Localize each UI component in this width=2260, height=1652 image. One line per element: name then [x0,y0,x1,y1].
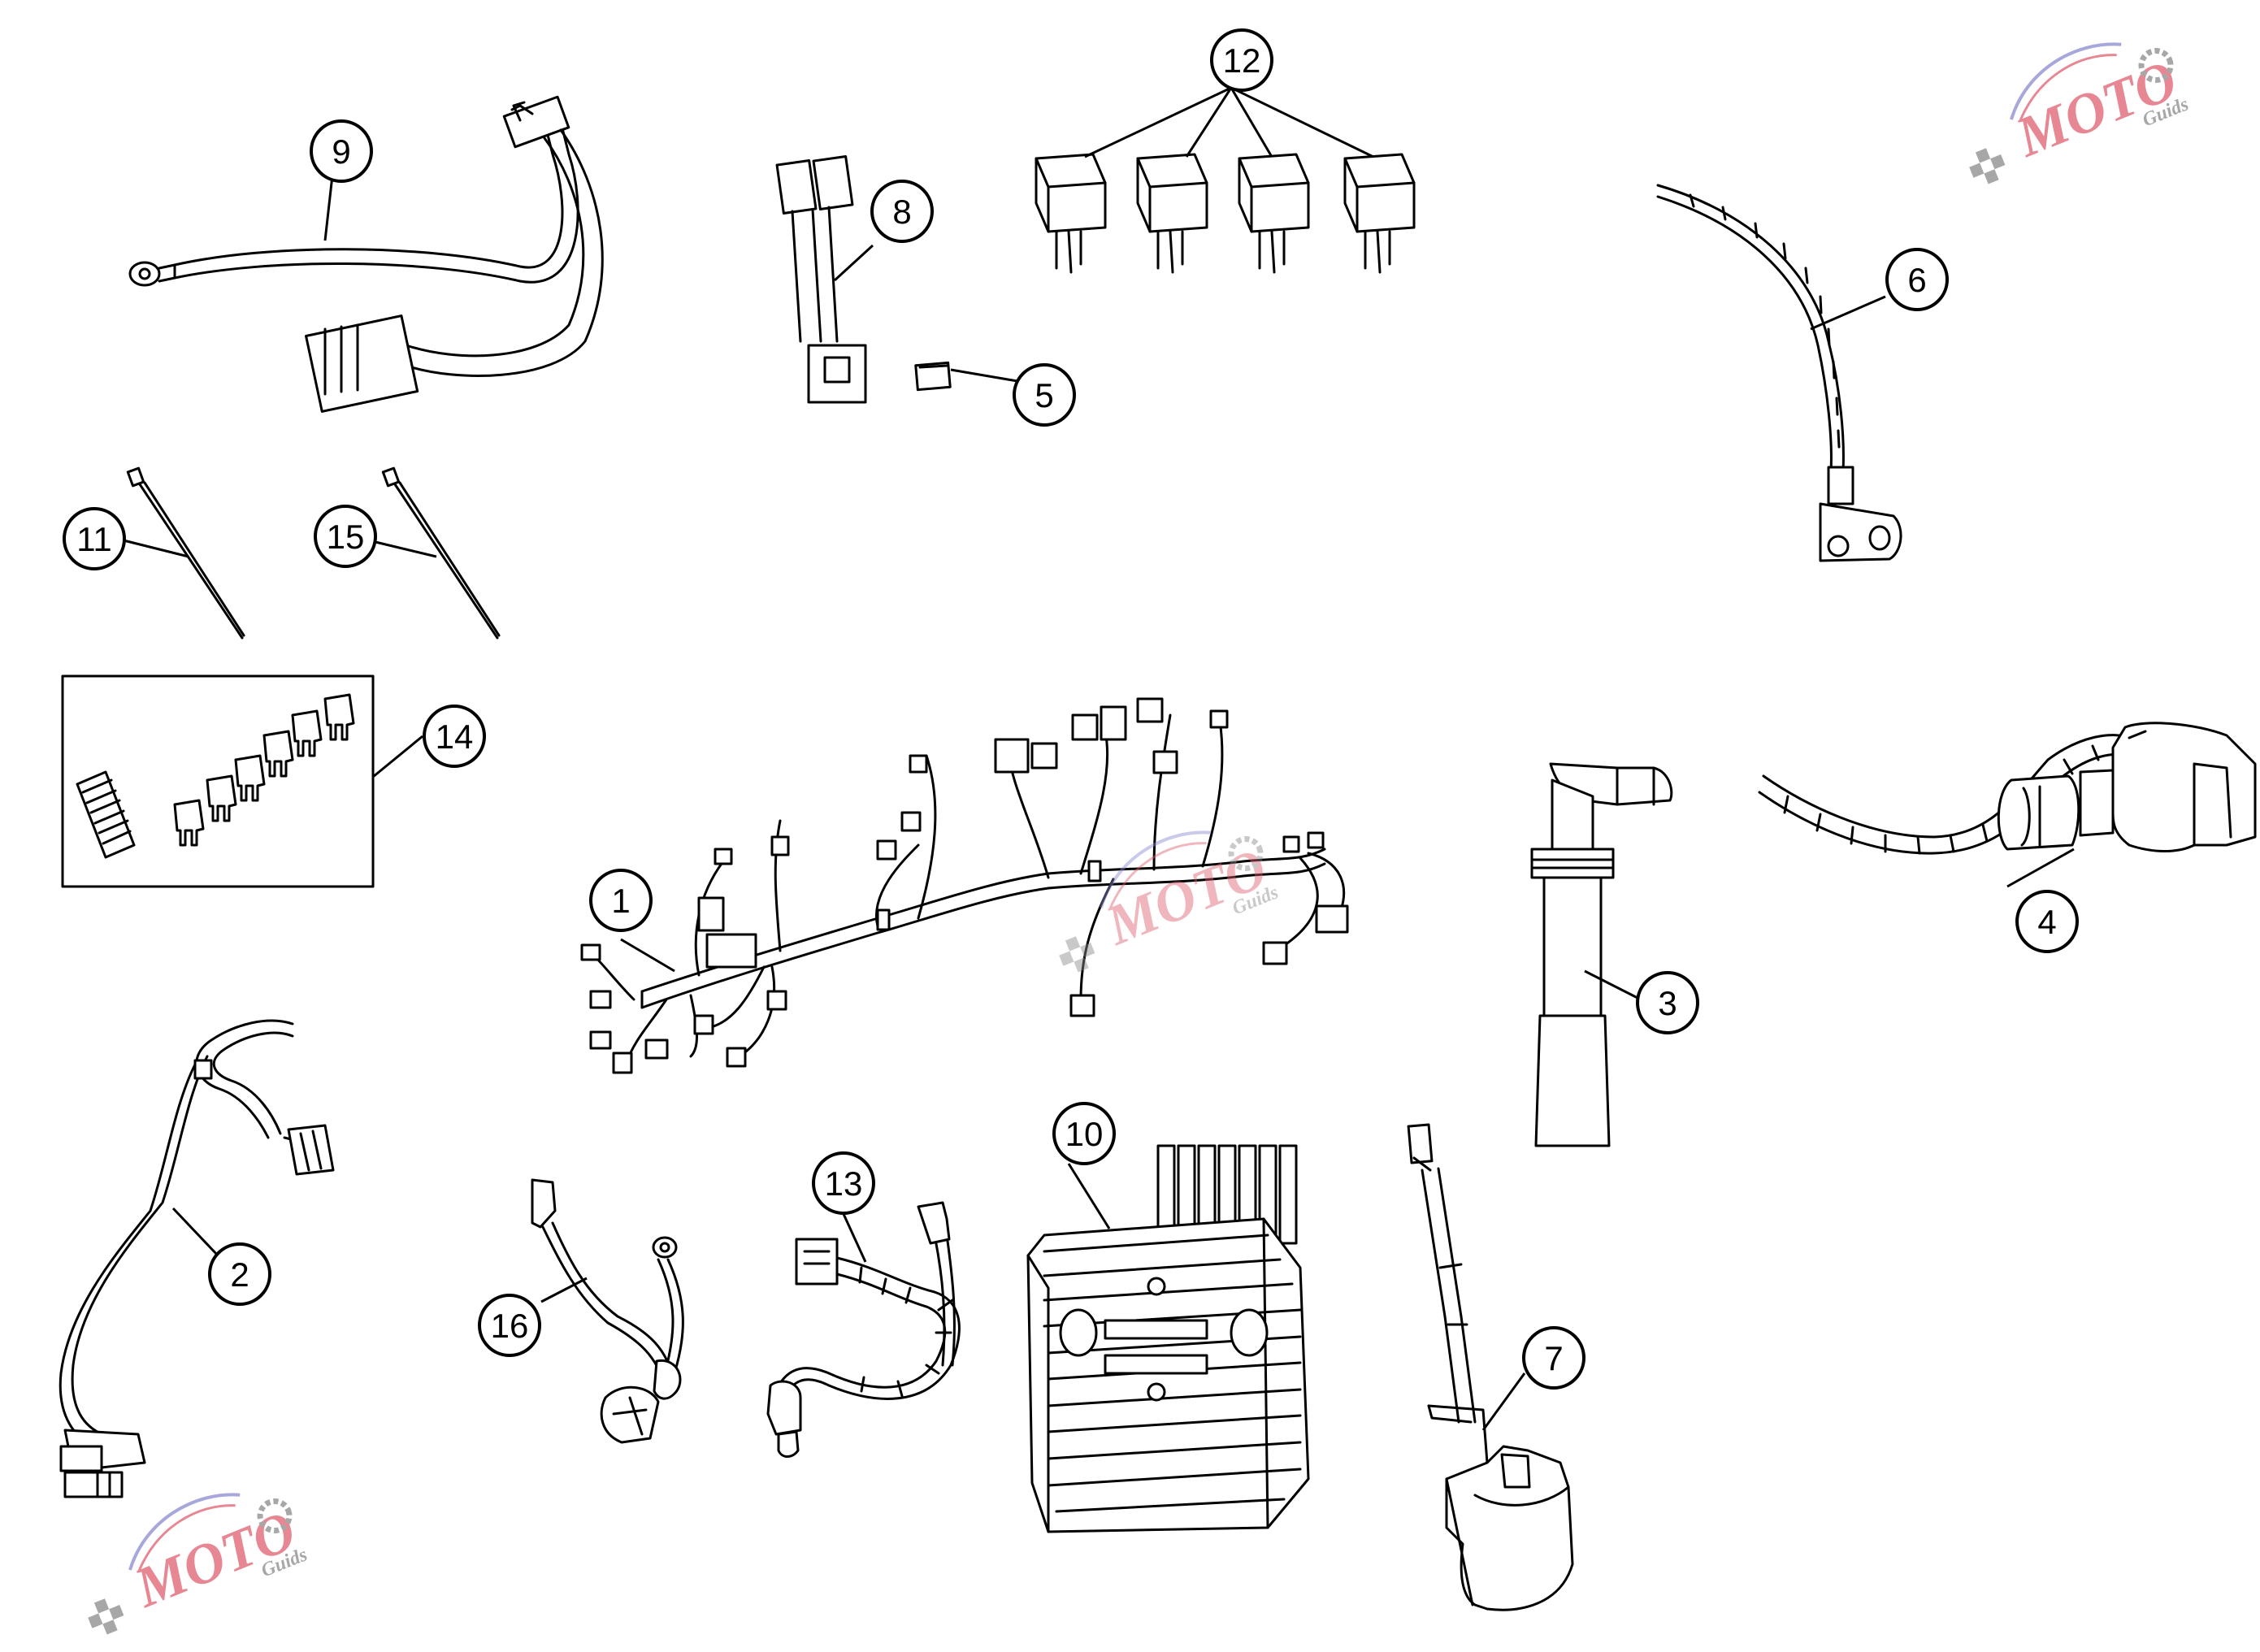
part-7-coil-stick [1407,1123,1574,1611]
part-3-spark-plug-cap [1530,762,1673,1147]
part-9-battery-cable [128,95,604,413]
callout-1: 1 [589,869,653,932]
part-10-regulator [1026,1144,1310,1533]
callout-16: 16 [478,1294,541,1357]
gear-icon [257,1498,293,1534]
callout-14-label: 14 [436,718,474,756]
callout-12-label: 12 [1223,41,1261,80]
callout-7-label: 7 [1544,1339,1563,1377]
part-15-cable-tie [381,466,501,640]
callout-11: 11 [63,507,126,570]
callout-2-label: 2 [230,1255,249,1294]
callout-8: 8 [870,180,934,243]
relay-2 [1136,153,1208,274]
part-8-relay-harness [775,155,867,404]
gear-icon [2138,48,2174,84]
leader-lines [123,86,2075,1431]
relay-4 [1343,153,1416,274]
callout-3-label: 3 [1658,984,1677,1022]
part-13-wrapped-lead [766,1201,961,1458]
relay-1 [1035,153,1107,274]
watermark-top-right: MOTO Guids [1969,42,2192,184]
relay-3 [1238,153,1310,274]
callout-13: 13 [812,1151,875,1215]
callout-5: 5 [1013,363,1076,427]
part-11-cable-tie [126,466,245,640]
callout-12: 12 [1210,28,1273,92]
gear-icon [1228,836,1264,872]
callout-4: 4 [2015,890,2079,953]
callout-9-label: 9 [332,132,350,171]
callout-13-label: 13 [825,1164,863,1203]
part-14-fuse-kit [61,674,375,888]
callout-10: 10 [1052,1102,1116,1165]
callout-10-label: 10 [1065,1115,1104,1153]
callout-1-label: 1 [611,882,630,920]
callout-3: 3 [1636,971,1699,1034]
callout-14: 14 [423,705,486,768]
callout-15-label: 15 [327,518,365,556]
part-2-sensor-harness [59,1019,335,1498]
callout-6-label: 6 [1907,261,1926,299]
callout-15: 15 [314,505,377,568]
callout-9: 9 [310,119,373,183]
callout-11-label: 11 [76,520,112,558]
watermark-center: MOTO Guids [1059,830,1282,973]
part-16-ground-cable [531,1178,684,1444]
callout-16-label: 16 [491,1307,529,1345]
callout-7: 7 [1522,1326,1585,1390]
blade-fuses [173,693,355,847]
fuse-puller [76,770,136,859]
part-12-relays [1035,153,1416,274]
callout-2: 2 [208,1242,271,1306]
callout-5-label: 5 [1035,376,1053,414]
callout-8-label: 8 [892,193,911,231]
part-5-fuse [914,361,952,392]
part-1-main-harness [580,697,1349,1074]
part-4-ignition-coil [1758,722,2257,855]
part-6-speed-sensor [1656,184,1902,562]
callout-6: 6 [1885,248,1949,311]
callout-4-label: 4 [2037,903,2056,941]
